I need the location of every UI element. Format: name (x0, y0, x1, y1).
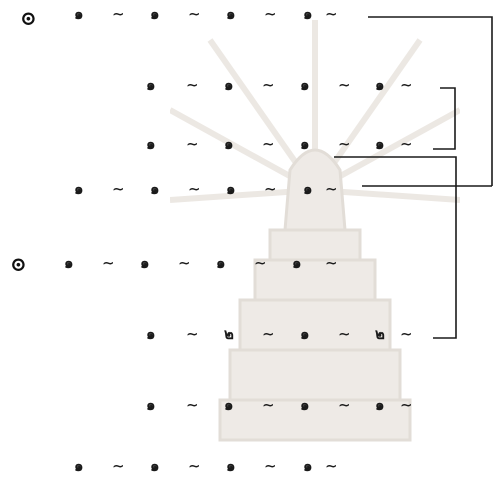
digit-glyph: ๑ (300, 390, 310, 420)
digit-glyph: ๑ (303, 174, 313, 204)
tilde-glyph: ∼ (112, 451, 125, 481)
digit-glyph: ๑ (226, 174, 236, 204)
tilde-glyph: ∼ (112, 0, 125, 29)
glyph-row: ๑ ∼ ๒ ∼ ๑ ∼ ๒ ∼ (0, 319, 501, 349)
tilde-glyph: ∼ (400, 129, 413, 159)
digit-glyph: ๑ (146, 70, 156, 100)
digit-glyph: ๑ (303, 451, 313, 481)
glyph-row: ๑ ∼ ๑ ∼ ๑ ∼ ๑ ∼ (0, 129, 501, 159)
digit-glyph: ๑ (300, 319, 310, 349)
digit-glyph: ๒ (224, 319, 234, 349)
digit-glyph: ๑ (74, 451, 84, 481)
digit-glyph: ๑ (292, 248, 302, 278)
tilde-glyph: ∼ (262, 129, 275, 159)
tilde-glyph: ∼ (338, 390, 351, 420)
glyph-row: ๑ ∼ ๑ ∼ ๑ ∼ ๑ ∼ (0, 0, 501, 29)
digit-glyph: ๑ (303, 0, 313, 29)
digit-glyph: ๑ (74, 174, 84, 204)
tilde-glyph: ∼ (325, 0, 338, 29)
digit-glyph: ๑ (375, 129, 385, 159)
tilde-glyph: ∼ (186, 390, 199, 420)
glyph-row: ๑ ∼ ๑ ∼ ๑ ∼ ๑ ∼ (0, 390, 501, 420)
digit-glyph: ๑ (150, 451, 160, 481)
tilde-glyph: ∼ (188, 174, 201, 204)
digit-glyph: ๑ (216, 248, 226, 278)
digit-glyph: ๑ (375, 70, 385, 100)
tilde-glyph: ∼ (338, 319, 351, 349)
digit-glyph: ๑ (300, 129, 310, 159)
digit-glyph: ๑ (150, 0, 160, 29)
tilde-glyph: ∼ (400, 390, 413, 420)
digit-glyph: ๑ (224, 390, 234, 420)
tilde-glyph: ∼ (400, 70, 413, 100)
tilde-glyph: ∼ (262, 319, 275, 349)
tilde-glyph: ∼ (102, 248, 115, 278)
digit-glyph: ๑ (300, 70, 310, 100)
tilde-glyph: ∼ (264, 174, 277, 204)
digit-glyph: ๑ (146, 319, 156, 349)
tilde-glyph: ∼ (338, 70, 351, 100)
tilde-glyph: ∼ (325, 248, 338, 278)
tilde-glyph: ∼ (262, 70, 275, 100)
digit-glyph: ๑ (146, 390, 156, 420)
tilde-glyph: ∼ (186, 129, 199, 159)
tilde-glyph: ∼ (325, 174, 338, 204)
glyph-row: ๑ ∼ ๑ ∼ ๑ ∼ ๑ ∼ (0, 70, 501, 100)
digit-glyph: ๒ (375, 319, 385, 349)
digit-glyph: ๑ (140, 248, 150, 278)
digit-glyph: ๑ (64, 248, 74, 278)
digit-glyph: ๑ (375, 390, 385, 420)
digit-glyph: ๑ (150, 174, 160, 204)
tilde-glyph: ∼ (325, 451, 338, 481)
tilde-glyph: ∼ (188, 451, 201, 481)
glyph-row: ๑ ∼ ๑ ∼ ๑ ∼ ๑ ∼ (0, 451, 501, 481)
tilde-glyph: ∼ (262, 390, 275, 420)
tilde-glyph: ∼ (264, 0, 277, 29)
tilde-glyph: ∼ (400, 319, 413, 349)
tilde-glyph: ∼ (112, 174, 125, 204)
tilde-glyph: ∼ (186, 319, 199, 349)
tilde-glyph: ∼ (186, 70, 199, 100)
tilde-glyph: ∼ (178, 248, 191, 278)
tilde-glyph: ∼ (338, 129, 351, 159)
digit-glyph: ๑ (226, 451, 236, 481)
digit-glyph: ๑ (224, 129, 234, 159)
digit-glyph: ๑ (146, 129, 156, 159)
tilde-glyph: ∼ (188, 0, 201, 29)
glyph-row: ๑ ∼ ๑ ∼ ๑ ∼ ๑ ∼ (0, 174, 501, 204)
digit-glyph: ๑ (224, 70, 234, 100)
tilde-glyph: ∼ (254, 248, 267, 278)
digit-glyph: ๑ (226, 0, 236, 29)
digit-glyph: ๑ (74, 0, 84, 29)
tilde-glyph: ∼ (264, 451, 277, 481)
glyph-row: ๑ ∼ ๑ ∼ ๑ ∼ ๑ ∼ (0, 248, 501, 278)
